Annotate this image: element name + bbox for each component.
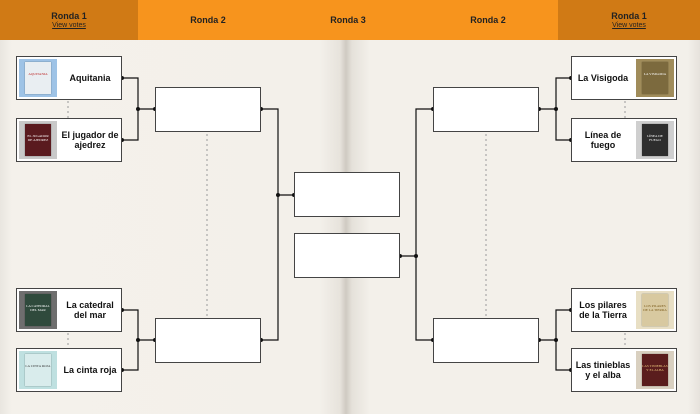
round3-slot-bottom (294, 233, 400, 278)
book-cover-image: LÍNEA DE FUEGO (636, 121, 674, 159)
matchup-card-el-jugador[interactable]: EL JUGADOR DE AJEDREZ El jugador de ajed… (16, 118, 122, 162)
book-cover-image: LA CINTA ROJA (19, 351, 57, 389)
book-title: La cinta roja (63, 364, 117, 375)
cover-text: LÍNEA DE FUEGO (647, 134, 663, 142)
round-title: Ronda 2 (190, 15, 226, 25)
book-title: El jugador de ajedrez (61, 129, 119, 151)
cover-text: LA VISIGODA (643, 72, 667, 76)
cover-text: LA CINTA ROJA (25, 364, 51, 368)
round2-slot-right-top (433, 87, 539, 132)
book-cover-image: EL JUGADOR DE AJEDREZ (19, 121, 57, 159)
view-votes-link-right[interactable]: View votes (612, 22, 646, 29)
round3-slot-top (294, 172, 400, 217)
header-left-round1: Ronda 1 View votes (0, 0, 138, 40)
header-right-round2: Ronda 2 (418, 0, 558, 40)
book-cover-image: LOS PILARES DE LA TIERRA (636, 291, 674, 329)
round-title: Ronda 1 (611, 11, 647, 21)
matchup-card-las-tinieblas[interactable]: LAS TINIEBLAS Y EL ALBA Las tinieblas y … (571, 348, 677, 392)
matchup-card-los-pilares[interactable]: LOS PILARES DE LA TIERRA Los pilares de … (571, 288, 677, 332)
matchup-card-aquitania[interactable]: AQUITANIA Aquitania (16, 56, 122, 100)
book-cover-image: AQUITANIA (19, 59, 57, 97)
book-title: Los pilares de la Tierra (579, 299, 627, 321)
round2-slot-left-top (155, 87, 261, 132)
cover-text: EL JUGADOR DE AJEDREZ (27, 134, 49, 142)
matchup-card-la-catedral[interactable]: LA CATEDRAL DEL MAR La catedral del mar (16, 288, 122, 332)
round-title: Ronda 1 (51, 11, 87, 21)
header-right-round1: Ronda 1 View votes (558, 0, 700, 40)
round2-slot-right-bottom (433, 318, 539, 363)
book-cover-image: LA CATEDRAL DEL MAR (19, 291, 57, 329)
round2-slot-left-bottom (155, 318, 261, 363)
round-title: Ronda 3 (330, 15, 366, 25)
book-title: La Visigoda (577, 72, 629, 83)
header-round3: Ronda 3 (278, 0, 418, 40)
cover-text: LA CATEDRAL DEL MAR (26, 304, 50, 312)
cover-text: LAS TINIEBLAS Y EL ALBA (642, 364, 668, 372)
round-title: Ronda 2 (470, 15, 506, 25)
matchup-card-linea-de-fuego[interactable]: LÍNEA DE FUEGO Línea de fuego (571, 118, 677, 162)
rounds-header: Ronda 1 View votes Ronda 2 Ronda 3 Ronda… (0, 0, 700, 40)
book-cover-image: LAS TINIEBLAS Y EL ALBA (636, 351, 674, 389)
book-title: La catedral del mar (66, 299, 114, 321)
book-title: Las tinieblas y el alba (575, 359, 631, 381)
book-cover-image: LA VISIGODA (636, 59, 674, 97)
matchup-card-la-visigoda[interactable]: LA VISIGODA La Visigoda (571, 56, 677, 100)
cover-text: LOS PILARES DE LA TIERRA (643, 304, 667, 312)
header-left-round2: Ronda 2 (138, 0, 278, 40)
book-title: Aquitania (69, 72, 111, 83)
book-title: Línea de fuego (584, 129, 622, 151)
cover-text: AQUITANIA (28, 72, 48, 76)
view-votes-link-left[interactable]: View votes (52, 22, 86, 29)
matchup-card-la-cinta-roja[interactable]: LA CINTA ROJA La cinta roja (16, 348, 122, 392)
